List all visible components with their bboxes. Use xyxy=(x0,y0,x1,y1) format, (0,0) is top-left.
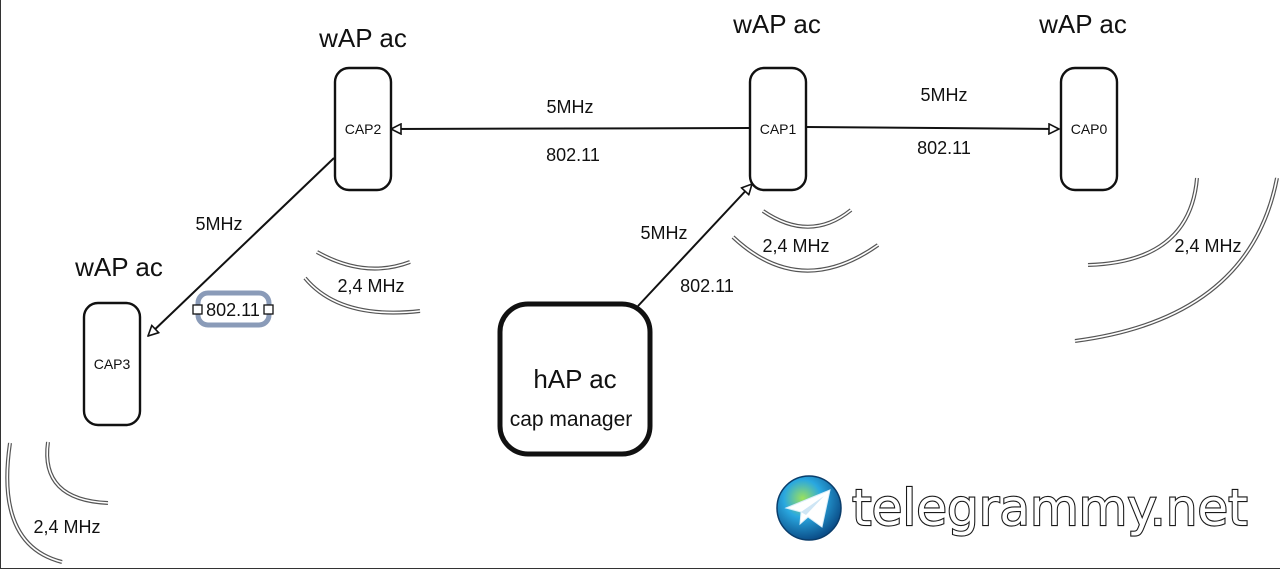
router-subtitle: cap manager xyxy=(510,408,633,431)
link-standard-label: 802.11 xyxy=(680,276,734,296)
node-cap-manager[interactable]: hAP ac cap manager xyxy=(497,301,653,457)
node-title: wAP ac xyxy=(74,252,163,282)
node-title: wAP ac xyxy=(732,9,821,39)
resize-handle-right[interactable] xyxy=(263,304,274,315)
watermark-text: telegrammy.net xyxy=(852,479,1248,537)
link-cap2-to-cap3[interactable]: 5MHz xyxy=(148,157,335,336)
node-title: wAP ac xyxy=(318,23,407,53)
node-title: wAP ac xyxy=(1038,9,1127,39)
coverage-cap1: 2,4 MHz xyxy=(731,208,880,273)
node-label: CAP1 xyxy=(760,121,797,137)
link-standard-label: 802.11 xyxy=(546,145,600,165)
coverage-label: 2,4 MHz xyxy=(762,236,829,256)
link-band-label: 5MHz xyxy=(640,223,687,243)
node-cap3[interactable]: wAP ac CAP3 xyxy=(74,252,163,427)
link-standard-label: 802.11 xyxy=(206,300,260,320)
selected-link-label[interactable]: 802.11 xyxy=(192,290,274,328)
node-label: CAP3 xyxy=(94,356,131,372)
resize-handle-left[interactable] xyxy=(192,304,203,315)
access-point-box[interactable] xyxy=(333,66,393,192)
link-band-label: 5MHz xyxy=(546,97,593,117)
telegram-globe-icon xyxy=(776,475,842,541)
access-point-box[interactable] xyxy=(82,301,142,427)
coverage-cap3: 2,4 MHz xyxy=(5,441,109,564)
access-point-box[interactable] xyxy=(1059,66,1119,192)
access-point-box[interactable] xyxy=(748,66,808,192)
node-label: CAP0 xyxy=(1071,121,1108,137)
coverage-label: 2,4 MHz xyxy=(337,276,404,296)
coverage-label: 2,4 MHz xyxy=(33,517,100,537)
router-title: hAP ac xyxy=(533,364,616,394)
coverage-cap2: 2,4 MHz xyxy=(303,250,421,315)
node-cap2[interactable]: wAP ac CAP2 xyxy=(318,23,407,192)
coverage-label: 2,4 MHz xyxy=(1174,236,1241,256)
router-box[interactable] xyxy=(497,301,653,457)
link-manager-to-cap1[interactable]: 5MHz 802.11 xyxy=(637,184,752,307)
link-cap1-to-cap0[interactable]: 5MHz 802.11 xyxy=(805,85,1059,158)
watermark: telegrammy.net xyxy=(776,475,1249,541)
link-band-label: 5MHz xyxy=(920,85,967,105)
link-cap1-to-cap2[interactable]: 5MHz 802.11 xyxy=(391,97,751,165)
link-band-label: 5MHz xyxy=(195,214,242,234)
coverage-cap0: 2,4 MHz xyxy=(1074,177,1279,343)
node-label: CAP2 xyxy=(345,121,382,137)
node-cap0[interactable]: wAP ac CAP0 xyxy=(1038,9,1127,192)
link-standard-label: 802.11 xyxy=(917,138,971,158)
node-cap1[interactable]: wAP ac CAP1 xyxy=(732,9,821,192)
